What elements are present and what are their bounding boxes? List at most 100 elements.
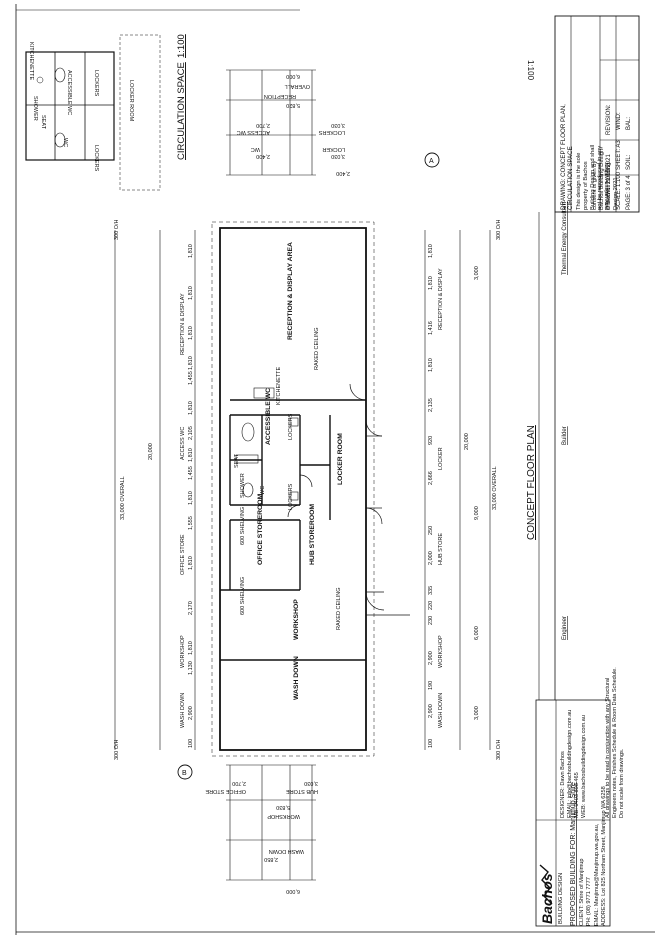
circ-kitchenette: KITCHENETTE [28,42,34,81]
tb-drawn: DRAWN: 21/10/2021 [606,154,612,210]
section-marker-b-label: B [182,770,187,777]
rs-lockers-dim: 3,030 [331,122,345,128]
dim-top-4: 2,170 [188,601,194,615]
tb-copyright-5: consent is given by [592,161,598,210]
circ-shower: SHOWER [32,96,38,121]
dim-bot-9: 2,666 [428,471,434,485]
builder-label: Builder [562,426,568,445]
tb-client-0: CLIENT: Shire of Manjimup [579,859,585,926]
dim-top-11: 1,810 [188,401,194,415]
dim-bot-10: 920 [428,436,434,445]
dim-bot-4: 230 [428,616,434,625]
room-lockers-2: LOCKERS [288,483,294,510]
circulation-scale: 1:100 [176,34,187,58]
dim-bot-13: 1,810 [428,276,434,290]
tb-sheet: SHEET: A3 [616,140,622,170]
dim-bot-1: 2,900 [428,704,434,718]
dim-top-room-2: OFFICE STORE [180,534,186,575]
dim-top-7: 1,810 [188,491,194,505]
ls-wash-down: WASH DOWN [269,848,304,854]
dim-top-15: 1,810 [188,286,194,300]
logo-sub: BUILDING DESIGN [558,873,564,924]
circ-locker-room: LOCKER ROOM [128,80,134,122]
dim-overall-bottom: 33,000 OVERALL [492,466,498,510]
circ-accessible-wc: ACCESSIBLE WC [66,70,72,115]
logo-name: Bachos [539,873,555,924]
rs-wc-dim: 2,400 [256,153,270,159]
tb-bal: BAL: [626,117,632,130]
tb-scale: SCALE: 1:100 [616,171,622,210]
dim-overall-mid: 20,000 [148,443,154,460]
dim-oh-0: 300 O/H [114,219,120,240]
main-floor-plan: CONCEPT FLOOR PLAN [114,219,537,760]
room-office-storeroom: OFFICE STOREROOM [257,493,264,565]
consultant-label: Thermal Energy Consultant [562,202,568,275]
tb-page: PAGE: 3 of 4 [626,175,632,210]
dim-top-room-3: ACCESS WC [180,427,186,460]
dim-top-10: 2,105 [188,426,194,440]
tb-copyright-6: Bachos Building Design. [599,147,605,210]
dim-overall-top: 33,000 OVERALL [120,476,126,520]
rs-wc: WC [251,146,260,152]
dim-bot-12: 1,810 [428,358,434,372]
dim-bot-7: 2,000 [428,551,434,565]
dim-top-12: 1,455 [188,371,194,385]
tb-copyright-0: This design is the sole [576,153,582,210]
tb-copyright-2: Building Design and shall [590,145,596,210]
room-hub-storeroom: HUB STOREROOM [309,504,316,565]
room-locker-room: LOCKER ROOM [337,433,344,485]
tb-designer-3: WEB: www.bachosbuildingdesign.com.au [581,715,587,818]
dim-bot-sub-1: 6,000 [474,626,480,640]
dim-bot-0: 100 [428,739,434,748]
room-accessible-wc: ACCESSIBLE WC [265,388,272,445]
tb-drawing-label: DRAWING: CONCEPT FLOOR PLAN, [560,104,567,210]
dim-top-1: 2,900 [188,706,194,720]
dim-bot-room-1: WORKSHOP [438,635,444,668]
circ-lockers-1: LOCKERS [93,70,99,97]
dim-oh-1: 300 O/H [114,739,120,760]
tb-wind: WIND: [616,112,622,130]
rs-wc-dim2: 2,400 [336,170,350,176]
tb-client-2: EMAIL: Manjimup@Manjimup.wa.gov.au, [594,823,600,926]
room-raked-ceiling-1: RAKED CEILING [336,588,342,630]
tb-copyright-1: property of Bachos [583,161,589,210]
dim-bot-room-2: HUB STORE [438,533,444,565]
room-workshop: WORKSHOP [293,599,300,640]
rs-access-wc-dim: 2,700 [256,122,270,128]
tb-designer-0: DESIGNER: Dawn Bachos [560,751,566,818]
room-raked-ceiling-2: RAKED CEILING [314,328,320,370]
dim-top-0: 100 [188,739,194,748]
dim-top-room-4: RECEPTION & DISPLAY [180,293,186,355]
room-seat: SEAT [234,453,240,468]
tb-notes-0: All drawings to be read in conjunction w… [605,678,611,818]
dim-top-2: 1,130 [188,661,194,675]
tb-project: PROPOSED BUILDING FOR: Manjimup Shire [570,782,577,926]
sheet-scale: 1:100 [526,60,535,81]
dim-bot-15: 1,810 [428,244,434,258]
room-lockers-1: LOCKERS [288,413,294,440]
dim-top-room-1: WORKSHOP [180,635,186,668]
dim-top-5: 1,810 [188,556,194,570]
rs-lockers: LOCKERS [318,129,345,135]
dim-top-8: 1,455 [188,466,194,480]
dim-bot-sub-0: 3,000 [474,706,480,720]
ls-office-dim: 2,700 [232,780,246,786]
tb-drawing-sub: CIRCULATION SPACE [567,146,574,210]
tb-client-1: PH: (08) 9771 7777 [586,877,592,926]
rs-locker-dim: 3,030 [331,153,345,159]
room-wash-down: WASH DOWN [293,656,300,700]
tb-notes-1: Engineers notes, Finishes Schedule & Roo… [612,667,618,818]
dim-top-6: 1,555 [188,516,194,530]
rs-overall: OVERALL [285,83,310,89]
rs-overall-dim: 6,000 [286,73,300,79]
circ-lockers-2: LOCKERS [93,145,99,172]
ls-office-store: OFFICE STORE [205,788,246,794]
title-block: DRAWING: CONCEPT FLOOR PLAN, CIRCULATION… [535,15,640,927]
bachos-logo: Bachos BUILDING DESIGN [539,864,564,924]
rs-reception-dim: 5,820 [286,102,300,108]
section-marker-a: A [424,152,440,168]
dim-bot-room-4: RECEPTION & DISPLAY [438,268,444,330]
tb-notes-2: Do not scale from drawings. [619,748,625,818]
engineer-label: Engineer [562,616,568,640]
